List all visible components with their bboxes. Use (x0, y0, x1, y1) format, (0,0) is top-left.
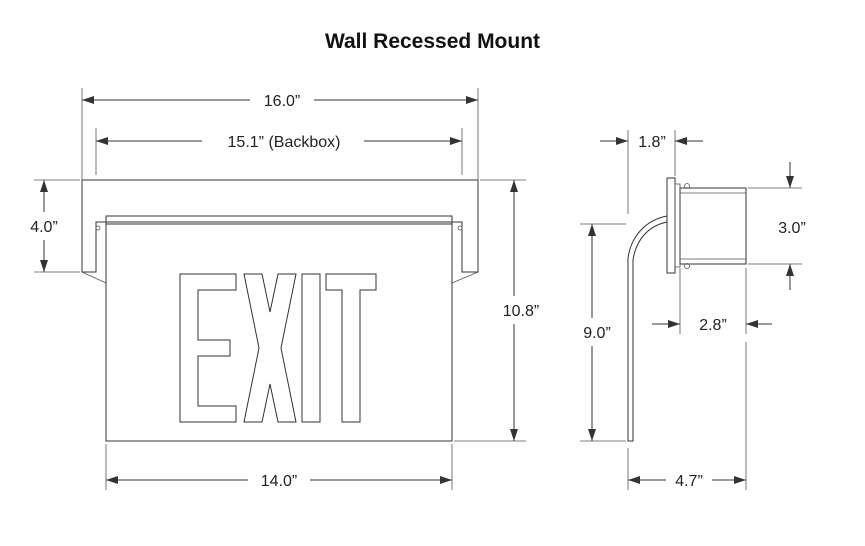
flange-bevel-right (451, 271, 479, 284)
dim-panel-width (105, 444, 453, 490)
label-panel-height: 9.0” (583, 325, 611, 342)
label-overall-depth: 4.7” (675, 473, 703, 490)
dim-flange-depth (600, 130, 703, 214)
side-view: 1.8” 3.0” 2.8” (580, 130, 806, 490)
label-overall-height: 10.8” (503, 303, 539, 320)
label-flange-depth: 1.8” (638, 134, 666, 151)
dim-overall-depth (627, 342, 747, 490)
side-panel-arm (627, 215, 668, 442)
letter-i (301, 273, 321, 423)
letter-x (243, 273, 297, 423)
side-screw-top (684, 183, 690, 189)
sign-panel (105, 223, 453, 442)
front-view: 16.0” 15.1” (Backbox) 4.0” (30, 88, 539, 490)
dim-backbox-width (95, 128, 463, 175)
exit-lettering (179, 273, 377, 423)
backbox-outline (81, 179, 479, 273)
dim-panel-height (580, 223, 626, 442)
letter-e (179, 273, 237, 423)
side-screw-bottom (684, 263, 690, 269)
diagram-title: Wall Recessed Mount (324, 30, 541, 53)
dim-box-depth (652, 268, 772, 334)
side-flange-inner (674, 183, 681, 268)
mount-hole-right (457, 225, 463, 231)
dim-overall-width (81, 88, 479, 180)
side-flange (666, 177, 676, 274)
label-backbox-height: 4.0” (30, 219, 58, 236)
side-backbox (679, 187, 747, 265)
label-overall-width: 16.0” (264, 93, 300, 110)
mount-hole-left (95, 225, 101, 231)
label-panel-width: 14.0” (261, 473, 297, 490)
dim-box-height (748, 162, 802, 290)
label-box-height: 3.0” (778, 220, 806, 237)
flange-bevel-left (81, 271, 107, 284)
panel-top-channel (105, 215, 453, 225)
letter-t (325, 273, 377, 423)
label-backbox-width: 15.1” (Backbox) (228, 134, 341, 151)
dim-backbox-height (34, 179, 80, 273)
dim-overall-height (454, 179, 526, 442)
label-box-depth: 2.8” (699, 317, 727, 334)
